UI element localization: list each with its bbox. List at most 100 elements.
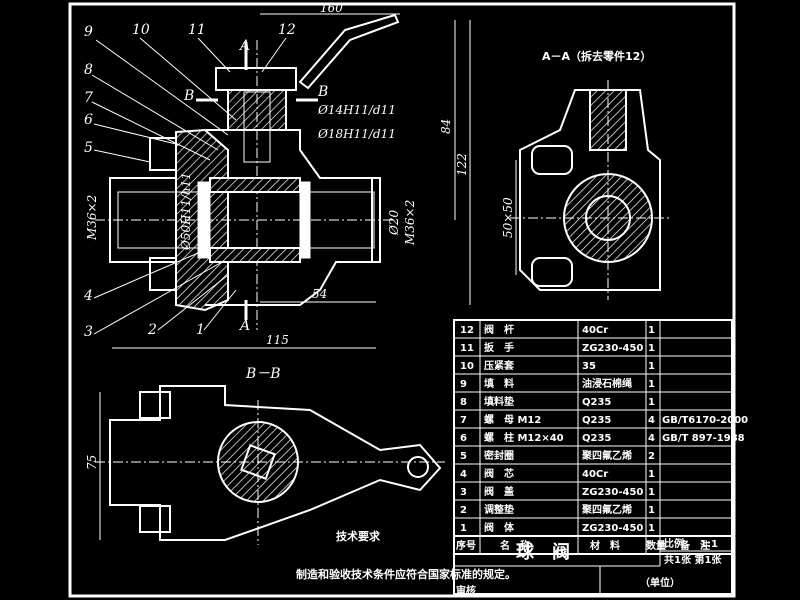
bom-material: 40Cr: [582, 469, 608, 480]
bb-body-outline: [109, 385, 442, 541]
section-bb-view: B－B 75: [85, 366, 445, 545]
bom-name: 阀 杆: [484, 323, 514, 336]
bom-material: Q235: [582, 397, 611, 408]
marker-b-left: B: [183, 88, 194, 104]
bom-name: 螺 母 M12: [484, 413, 541, 426]
title-part-name: 球 阀: [516, 541, 570, 563]
bom-name: 填 料: [484, 377, 514, 390]
bom-material: 35: [582, 361, 596, 372]
tech-req-heading: 技术要求: [336, 529, 381, 543]
bom-frame: [453, 319, 733, 555]
dim-bb-75: 75: [85, 455, 99, 470]
ball-core: [209, 177, 301, 193]
bom-name: 密封圈: [484, 449, 514, 462]
bb-stem-square: [240, 444, 276, 480]
bom-name: 螺 柱 M12×40: [484, 431, 564, 444]
bom-name: 阀 体: [484, 521, 515, 534]
bom-qty: 1: [648, 325, 655, 336]
section-aa-title: A－A（拆去零件12）: [542, 49, 651, 63]
bom-qty: 1: [648, 379, 655, 390]
bom-no: 5: [460, 451, 467, 462]
marker-a-top: A: [238, 38, 250, 54]
ball-core-lower: [209, 247, 301, 263]
part-label-2: 2: [147, 322, 157, 338]
part-label-9: 9: [84, 24, 93, 40]
bom-name: 填料垫: [484, 395, 514, 408]
bom-no: 7: [460, 415, 467, 426]
bom-material: 聚四氟乙烯: [581, 503, 632, 516]
bom-material: ZG230-450: [582, 487, 643, 498]
bom-no: 2: [460, 505, 467, 516]
section-bb-title: B－B: [245, 366, 281, 382]
drawing-frame: [68, 2, 736, 598]
aa-body-outline: [519, 89, 661, 291]
stem-cap: [215, 67, 297, 91]
bom-qty: 1: [648, 469, 655, 480]
bb-handle-eye: [407, 456, 429, 478]
bom-qty: 1: [648, 343, 655, 354]
bom-qty: 1: [648, 397, 655, 408]
bom-qty: 1: [648, 361, 655, 372]
dim-115: 115: [266, 333, 289, 347]
part-label-1: 1: [196, 322, 205, 338]
bonnet-bolt-top: [149, 137, 179, 171]
title-block: 球 阀 比例 1:1 共1张 第1张 （单位） 审核: [453, 535, 733, 597]
bom-qty: 2: [648, 451, 655, 462]
bom-material: Q235: [582, 433, 611, 444]
dim-fit-18: Ø18H11/d11: [317, 127, 396, 141]
bom-material: Q235: [582, 415, 611, 426]
part-leaders: [91, 37, 287, 335]
bom-material: 聚四氟乙烯: [581, 449, 632, 462]
dim-fit-50: Ø50H11/h11: [179, 172, 193, 251]
dim-84: 84: [439, 119, 453, 134]
title-review: 审核: [456, 584, 476, 597]
bom-name: 阀 盖: [484, 485, 514, 498]
bom-material: ZG230-450: [582, 343, 643, 354]
part-label-12: 12: [278, 22, 296, 38]
section-aa-view: A－A（拆去零件12） 50×50: [501, 49, 670, 300]
bom-header-name: 名 称: [500, 539, 530, 552]
title-sheet: 共1张 第1张: [664, 553, 722, 566]
bom-material: 40Cr: [582, 325, 608, 336]
dim-thread-right: M36×2: [403, 200, 417, 246]
bom-name: 调整垫: [484, 503, 514, 516]
dim-fit-14: Ø14H11/d11: [317, 103, 396, 117]
part-label-10: 10: [132, 22, 150, 38]
dim-160: 160: [320, 1, 343, 15]
dim-122: 122: [455, 153, 469, 176]
part-label-7: 7: [84, 90, 93, 106]
bb-bolt-bottom: [139, 505, 171, 533]
bom-material: ZG230-450: [582, 523, 643, 534]
aa-bolt-top: [531, 145, 573, 175]
dim-thread-left: M36×2: [85, 195, 99, 241]
bb-bolt-top: [139, 391, 171, 419]
dim-aa-50x50: 50×50: [501, 197, 515, 238]
bom-no: 6: [460, 433, 467, 444]
part-label-3: 3: [84, 324, 93, 340]
bom-no: 3: [460, 487, 467, 498]
bom-material: 油浸石棉绳: [582, 377, 632, 390]
dim-54: 54: [312, 287, 327, 301]
bom-no: 9: [460, 379, 467, 390]
bom-qty: 1: [648, 505, 655, 516]
bom-no: 10: [460, 361, 474, 372]
bom-name: 扳 手: [484, 341, 514, 354]
marker-a-bottom: A: [238, 318, 250, 334]
tech-req-line1: 制造和验收技术条件应符合国家标准的规定。: [296, 567, 516, 581]
bom-header-material: 材 料: [590, 539, 620, 552]
bom-qty: 1: [648, 523, 655, 534]
bom-name: 压紧套: [484, 359, 515, 372]
main-view: 9 10 11 12 8 7 6 5 4 3 2 1 A A B B 160 Ø…: [83, 1, 471, 349]
bom-standard: GB/T 897-1988: [662, 433, 745, 444]
bom-standard: GB/T6170-2000: [662, 415, 748, 426]
bom-no: 1: [460, 523, 467, 534]
valve-body: [205, 129, 373, 306]
marker-b-right: B: [317, 84, 328, 100]
bom-no: 4: [460, 469, 467, 480]
part-label-5: 5: [84, 140, 93, 156]
bom-header-qty: 数量: [646, 539, 666, 552]
bom-header-no: 序号: [456, 539, 476, 552]
bom-no: 12: [460, 325, 474, 336]
bom-name: 阀 芯: [484, 467, 514, 480]
